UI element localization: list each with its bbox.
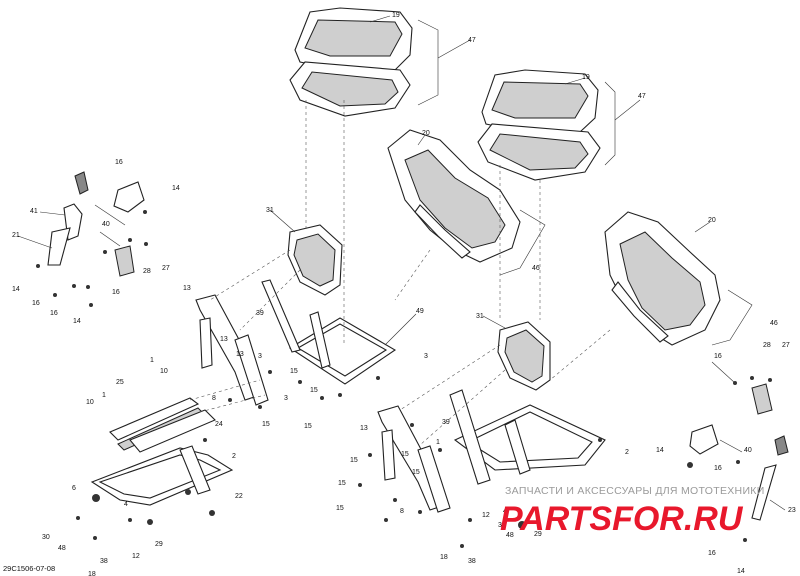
callout-13: 13 xyxy=(360,425,368,432)
callout-16: 16 xyxy=(50,310,58,317)
bolster-left xyxy=(287,224,343,296)
callout-2: 2 xyxy=(625,449,629,456)
seatbelt-left xyxy=(47,171,145,277)
callout-28: 28 xyxy=(763,342,771,349)
callout-23: 23 xyxy=(788,507,796,514)
callout-48: 48 xyxy=(58,545,66,552)
callout-20: 20 xyxy=(422,130,430,137)
callout-13: 13 xyxy=(183,285,191,292)
callout-4: 4 xyxy=(503,508,507,515)
callout-29: 29 xyxy=(534,531,542,538)
callout-22: 22 xyxy=(235,493,243,500)
callout-14: 14 xyxy=(12,286,20,293)
callout-3: 3 xyxy=(424,353,428,360)
callout-14: 14 xyxy=(73,318,81,325)
callout-38: 38 xyxy=(468,558,476,565)
callout-16: 16 xyxy=(714,353,722,360)
callout-16: 16 xyxy=(112,289,120,296)
callout-40: 40 xyxy=(744,447,752,454)
partsfor-logo: PARTSFOR.RU xyxy=(500,500,744,536)
callout-1: 1 xyxy=(102,392,106,399)
callout-16: 16 xyxy=(714,465,722,472)
callout-21: 21 xyxy=(12,232,20,239)
callout-10: 10 xyxy=(86,399,94,406)
callout-15: 15 xyxy=(290,368,298,375)
callout-12: 12 xyxy=(132,553,140,560)
callout-14: 14 xyxy=(737,568,745,575)
seatbelt-right xyxy=(689,383,789,521)
callout-15: 15 xyxy=(336,505,344,512)
callout-15: 15 xyxy=(304,423,312,430)
callout-4: 4 xyxy=(124,501,128,508)
callout-48: 48 xyxy=(506,532,514,539)
watermark-text: ЗАПЧАСТИ И АКСЕССУАРЫ ДЛЯ МОТОТЕХНИКИ xyxy=(505,485,765,497)
callout-31: 31 xyxy=(476,313,484,320)
callout-15: 15 xyxy=(350,457,358,464)
callout-16: 16 xyxy=(115,159,123,166)
seat-frame-left xyxy=(261,279,397,385)
callout-16: 16 xyxy=(708,550,716,557)
callout-1: 1 xyxy=(150,357,154,364)
callout-16: 16 xyxy=(32,300,40,307)
callout-47: 47 xyxy=(638,93,646,100)
callout-labels: 19 47 19 47 20 20 46 46 31 31 49 3 3 3 1… xyxy=(12,12,796,576)
callout-41: 41 xyxy=(30,208,38,215)
callout-3: 3 xyxy=(258,353,262,360)
callout-19: 19 xyxy=(392,12,400,19)
callout-29: 29 xyxy=(155,541,163,548)
callout-46: 46 xyxy=(532,265,540,272)
seat-cushion-right xyxy=(477,69,601,181)
callout-8: 8 xyxy=(400,508,404,515)
callout-24: 24 xyxy=(215,421,223,428)
callout-15: 15 xyxy=(412,469,420,476)
callout-19: 19 xyxy=(582,74,590,81)
callout-39: 39 xyxy=(442,419,450,426)
callout-28: 28 xyxy=(143,268,151,275)
side-bracket-right xyxy=(377,405,451,513)
seat-cushion-left xyxy=(289,7,413,117)
callout-30: 30 xyxy=(42,534,50,541)
fasteners xyxy=(36,210,772,548)
diagram-code: 29C1506-07-08 xyxy=(3,564,56,573)
callout-47: 47 xyxy=(468,37,476,44)
callout-49: 49 xyxy=(416,308,424,315)
callout-20: 20 xyxy=(708,217,716,224)
callout-10: 10 xyxy=(160,368,168,375)
seat-rail-assembly xyxy=(90,397,234,506)
callout-13: 13 xyxy=(220,336,228,343)
callout-25: 25 xyxy=(116,379,124,386)
callout-14: 14 xyxy=(172,185,180,192)
callout-15: 15 xyxy=(338,480,346,487)
callout-18: 18 xyxy=(440,554,448,561)
callout-14: 14 xyxy=(656,447,664,454)
callout-13: 13 xyxy=(236,351,244,358)
callout-8: 8 xyxy=(212,395,216,402)
callout-46: 46 xyxy=(770,320,778,327)
callout-38: 38 xyxy=(100,558,108,565)
callout-31: 31 xyxy=(266,207,274,214)
seat-back-right xyxy=(604,211,721,346)
svg-text:PARTSFOR.RU: PARTSFOR.RU xyxy=(500,500,744,536)
callout-15: 15 xyxy=(262,421,270,428)
callout-1: 1 xyxy=(436,439,440,446)
callout-3: 3 xyxy=(284,395,288,402)
callout-39: 39 xyxy=(256,310,264,317)
callout-18: 18 xyxy=(88,571,96,576)
callout-6: 6 xyxy=(72,485,76,492)
callout-12: 12 xyxy=(482,512,490,519)
callout-27: 27 xyxy=(782,342,790,349)
callout-27: 27 xyxy=(162,265,170,272)
side-bracket-left xyxy=(195,294,269,406)
callout-15: 15 xyxy=(401,451,409,458)
seat-frame-right xyxy=(449,389,606,485)
bolster-right xyxy=(497,321,551,391)
callout-30: 30 xyxy=(498,522,506,529)
leader-lines xyxy=(17,15,786,511)
callout-2: 2 xyxy=(232,453,236,460)
callout-15: 15 xyxy=(310,387,318,394)
callout-40: 40 xyxy=(102,221,110,228)
